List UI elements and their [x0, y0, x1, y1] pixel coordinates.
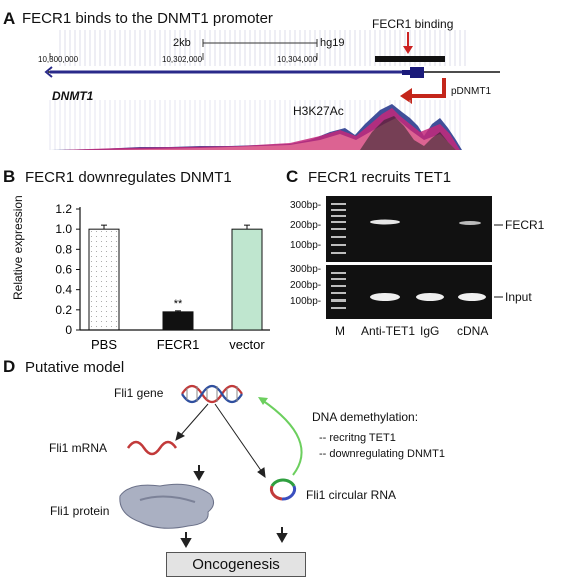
- panel-b-letter: B: [3, 167, 16, 186]
- ladder-top-200: 200bp-: [290, 220, 322, 231]
- promoter-arrow: [406, 78, 446, 98]
- panel-d-title: Putative model: [25, 359, 125, 376]
- gene-exon: [410, 67, 424, 78]
- panel-c-title: FECR1 recruits TET1: [308, 169, 452, 186]
- ladder-top-300: 300bp-: [290, 200, 322, 211]
- y-tick-label: 0.4: [55, 283, 72, 297]
- y-tick-label: 0: [65, 323, 72, 337]
- protein-icon: [119, 483, 214, 529]
- y-tick-label: 1.2: [55, 202, 72, 216]
- dna-helix-icon: [181, 384, 243, 404]
- lane-anti-tet1: Anti-TET1: [361, 324, 416, 338]
- gel-bottom: [326, 265, 492, 319]
- fecr1-band-label: FECR1: [505, 218, 545, 232]
- track-label: H3K27Ac: [293, 104, 344, 118]
- h3k27ac-signal-dark: [360, 116, 456, 150]
- fli1-mrna-label: Fli1 mRNA: [49, 441, 108, 455]
- circular-rna-icon: [269, 478, 297, 501]
- panel-a-title: FECR1 binds to the DNMT1 promoter: [22, 10, 273, 27]
- panel-c-letter: C: [286, 167, 299, 186]
- ladder-bottom-100: 100bp-: [290, 296, 322, 307]
- significance-label: **: [174, 298, 183, 310]
- fli1-gene-label: Fli1 gene: [114, 386, 164, 400]
- x-tick-label: FECR1: [157, 337, 200, 352]
- ladder-bottom-200: 200bp-: [290, 280, 322, 291]
- y-tick-label: 0.8: [55, 242, 72, 256]
- ladder-bottom: [331, 272, 346, 309]
- fecr1-binding-bar: [375, 56, 445, 62]
- promoter-label: pDNMT1: [451, 86, 492, 97]
- coord-label-3: 10,304,000: [277, 55, 318, 64]
- band-anti-tet1: [370, 219, 400, 225]
- coord-label-1: 10,300,000: [38, 55, 79, 64]
- input-band-cdna: [458, 293, 486, 301]
- input-band-label: Input: [505, 290, 532, 304]
- ruler-hatch: [59, 30, 466, 66]
- lane-m: M: [335, 324, 345, 338]
- bar-pbs: [88, 228, 120, 331]
- ladder-bottom-300: 300bp-: [290, 264, 322, 275]
- demethylation-item-1: -- recritng TET1: [319, 432, 396, 444]
- band-cdna: [459, 221, 481, 225]
- lane-cdna: cDNA: [457, 324, 489, 338]
- fli1-circ-label: Fli1 circular RNA: [306, 488, 397, 502]
- demethylation-title: DNA demethylation:: [312, 410, 419, 424]
- scale-label: 2kb: [173, 37, 191, 49]
- panel-d-letter: D: [3, 357, 16, 376]
- bar-vector: [231, 228, 263, 331]
- lane-igg: IgG: [420, 324, 440, 338]
- panel-a-letter: A: [3, 9, 16, 28]
- x-tick-label: PBS: [91, 337, 117, 352]
- arrow-gene-to-mrna: [179, 403, 209, 437]
- gel-top: [326, 196, 492, 262]
- coord-label-2: 10,302,000: [162, 55, 203, 64]
- down-arrows: [180, 465, 288, 549]
- input-band-igg: [416, 293, 444, 301]
- ladder-top: [331, 203, 346, 254]
- input-band-anti-tet1: [370, 293, 400, 301]
- panel-b-title: FECR1 downregulates DNMT1: [25, 169, 232, 186]
- fli1-protein-label: Fli1 protein: [50, 504, 110, 518]
- arrow-gene-to-circ: [214, 403, 263, 473]
- demethylation-feedback-arrow: [261, 399, 303, 476]
- assembly-label: hg19: [320, 37, 345, 49]
- y-tick-label: 0.6: [55, 263, 72, 277]
- y-tick-label: 1.0: [55, 222, 72, 236]
- y-tick-label: 0.2: [55, 303, 72, 317]
- gene-label: DNMT1: [52, 89, 94, 103]
- mrna-wave-icon: [126, 440, 178, 456]
- oncogenesis-box: Oncogenesis: [166, 552, 306, 577]
- ladder-top-100: 100bp-: [290, 240, 322, 251]
- binding-label: FECR1 binding: [372, 17, 454, 31]
- x-tick-label: vector: [229, 337, 265, 352]
- demethylation-item-2: -- downregulating DNMT1: [319, 448, 445, 460]
